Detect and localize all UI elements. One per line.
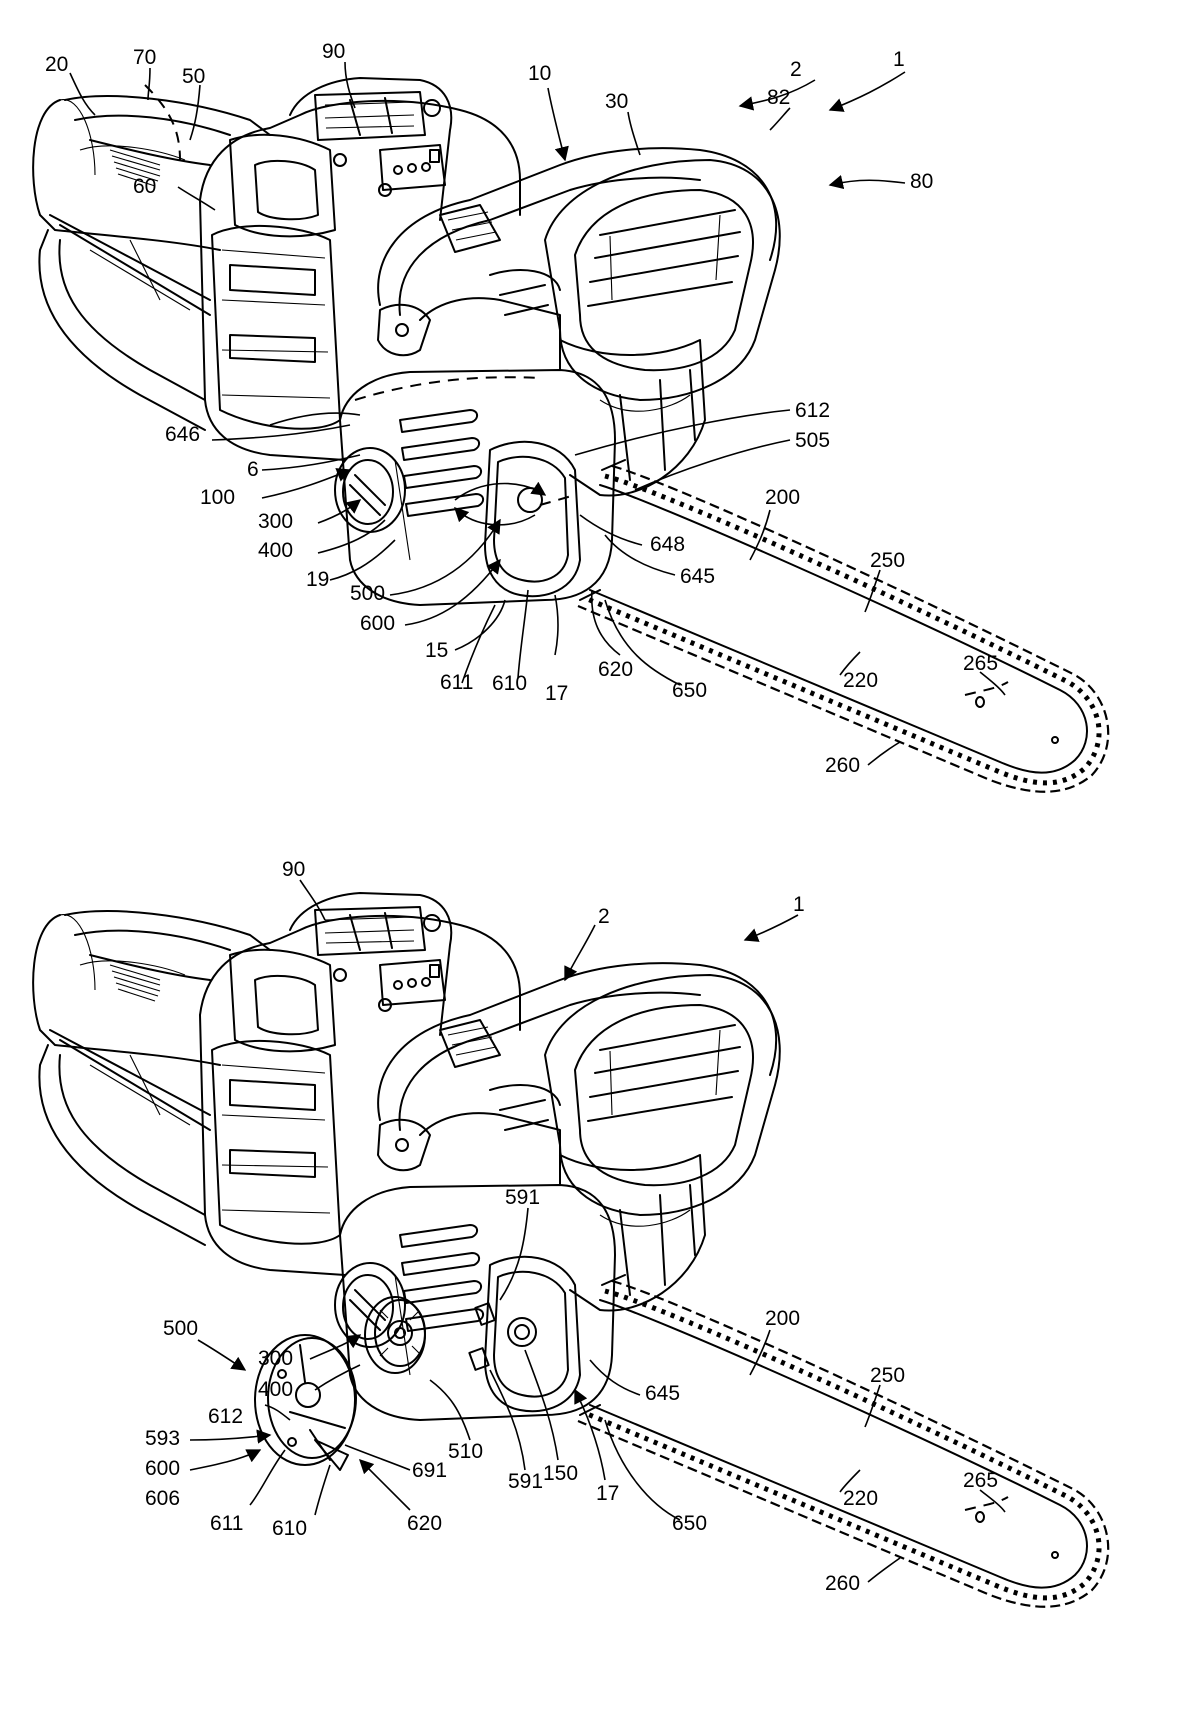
ref-label: 691 <box>412 1459 447 1482</box>
ref-label: 6 <box>247 458 259 481</box>
ref-label: 150 <box>543 1462 578 1485</box>
hidden-line-265-top <box>964 681 1009 696</box>
labels-top: 20 70 50 60 90 10 30 82 2 1 80 646 6 100… <box>45 40 998 777</box>
ref-label: 400 <box>258 539 293 562</box>
ref-label: 300 <box>258 1347 293 1370</box>
ref-label: 60 <box>133 175 156 198</box>
ref-label: 650 <box>672 679 707 702</box>
ref-label: 1 <box>793 893 805 916</box>
hidden-line-505 <box>539 494 576 506</box>
hidden-line-70 <box>144 84 181 161</box>
ref-label: 17 <box>596 1482 619 1505</box>
ref-label: 200 <box>765 486 800 509</box>
ref-label: 82 <box>767 86 790 109</box>
ref-label: 500 <box>350 582 385 605</box>
ref-label: 648 <box>650 533 685 556</box>
ref-label: 2 <box>790 58 802 81</box>
ref-label: 100 <box>200 486 235 509</box>
ref-label: 260 <box>825 754 860 777</box>
exploded-cover-600 <box>254 1334 357 1471</box>
ref-label: 90 <box>282 858 305 881</box>
hidden-line-646 <box>354 376 541 401</box>
ref-label: 505 <box>795 429 830 452</box>
spindle-nut-top <box>517 487 543 513</box>
ref-label: 510 <box>448 1440 483 1463</box>
ref-label: 2 <box>598 905 610 928</box>
figure-top: 20 70 50 60 90 10 30 82 2 1 80 646 6 100… <box>33 40 1108 792</box>
spindle-150 <box>507 1317 537 1347</box>
ref-label: 611 <box>210 1512 243 1535</box>
ref-label: 650 <box>672 1512 707 1535</box>
ref-label: 610 <box>492 672 527 695</box>
ref-label: 620 <box>598 658 633 681</box>
figure-bottom: 1 2 90 591 500 300 400 612 593 600 606 6… <box>33 858 1108 1607</box>
leaders-bottom <box>189 879 1006 1583</box>
ref-label: 250 <box>870 1364 905 1387</box>
ref-label: 646 <box>165 423 200 446</box>
ref-label: 10 <box>528 62 551 85</box>
ref-label: 90 <box>322 40 345 63</box>
ref-label: 645 <box>645 1382 680 1405</box>
ref-label: 500 <box>163 1317 198 1340</box>
ref-label: 50 <box>182 65 205 88</box>
ref-label: 15 <box>425 639 448 662</box>
ref-label: 400 <box>258 1378 293 1401</box>
labels-bottom: 1 2 90 591 500 300 400 612 593 600 606 6… <box>145 858 998 1595</box>
ref-label: 17 <box>545 682 568 705</box>
spindle-150-center <box>514 1324 530 1340</box>
ref-label: 645 <box>680 565 715 588</box>
ref-label: 612 <box>208 1405 243 1428</box>
leaders-top <box>69 61 1006 766</box>
ref-label: 19 <box>306 568 329 591</box>
ref-label: 30 <box>605 90 628 113</box>
ref-label: 591 <box>508 1470 543 1493</box>
ref-label: 220 <box>843 1487 878 1510</box>
ref-label: 260 <box>825 1572 860 1595</box>
exploded-nut-510 <box>364 1296 426 1374</box>
ref-label: 606 <box>145 1487 180 1510</box>
ref-label: 220 <box>843 669 878 692</box>
hidden-line-265-bottom <box>964 1496 1009 1511</box>
tab-591-lower <box>468 1347 490 1371</box>
ref-label: 611 <box>440 671 473 694</box>
ref-label: 591 <box>505 1186 540 1209</box>
ref-label: 600 <box>360 612 395 635</box>
ref-label: 610 <box>272 1517 307 1540</box>
ref-label: 200 <box>765 1307 800 1330</box>
ref-label: 265 <box>963 652 998 675</box>
chainsaw-drawing-bottom <box>33 893 1108 1607</box>
rotation-arrow-a <box>454 481 547 501</box>
ref-label: 80 <box>910 170 933 193</box>
ref-label: 593 <box>145 1427 180 1450</box>
ref-label: 1 <box>893 48 905 71</box>
ref-label: 265 <box>963 1469 998 1492</box>
ref-label: 300 <box>258 510 293 533</box>
ref-label: 20 <box>45 53 68 76</box>
ref-label: 620 <box>407 1512 442 1535</box>
tab-591-upper <box>474 1302 496 1326</box>
ref-label: 250 <box>870 549 905 572</box>
ref-label: 600 <box>145 1457 180 1480</box>
ref-label: 70 <box>133 46 156 69</box>
ref-label: 612 <box>795 399 830 422</box>
